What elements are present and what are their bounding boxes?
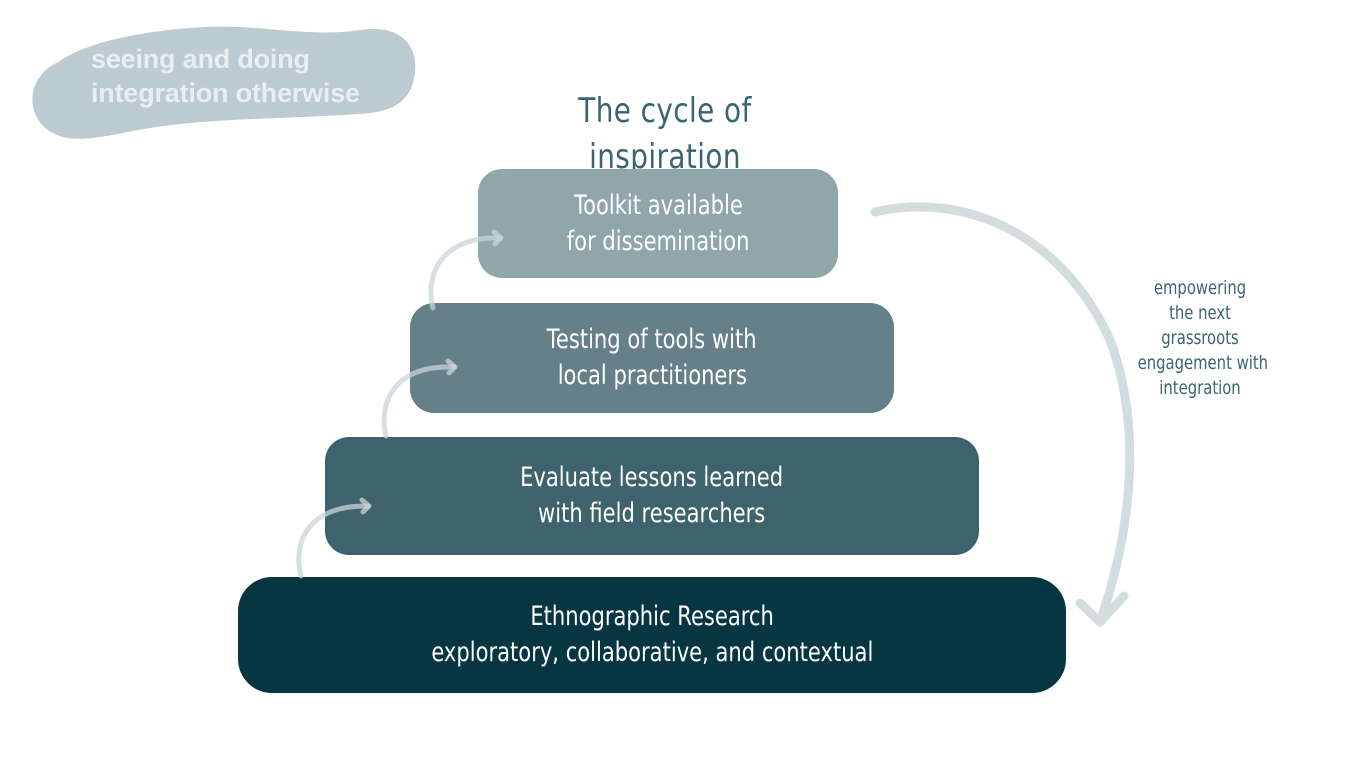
step-1-line-1: Toolkit available bbox=[573, 189, 743, 221]
side-note-line-5: integration bbox=[1159, 377, 1241, 399]
badge-line-2: integration otherwise bbox=[91, 78, 360, 108]
step-3-line-1: Evaluate lessons learned bbox=[520, 462, 784, 493]
cycle-side-note: empowering the next grassroots engagemen… bbox=[1120, 276, 1280, 401]
step-2-line-1: Testing of tools with bbox=[547, 324, 757, 355]
step-3-line-2: with field researchers bbox=[538, 498, 766, 529]
step-1-line-2: for dissemination bbox=[566, 225, 750, 257]
badge-line-1: seeing and doing bbox=[91, 44, 310, 74]
step-box-toolkit-available: Toolkit available for dissemination bbox=[478, 169, 838, 278]
step-4-subheading: exploratory, collaborative, and contextu… bbox=[431, 637, 873, 668]
step-box-evaluate-lessons: Evaluate lessons learned with field rese… bbox=[325, 437, 979, 555]
badge-text: seeing and doing integration otherwise bbox=[91, 42, 360, 110]
step-box-testing-tools: Testing of tools with local practitioner… bbox=[410, 303, 894, 413]
diagram-title: The cycle of inspiration bbox=[578, 91, 752, 177]
step-box-ethnographic-research: Ethnographic Research exploratory, colla… bbox=[238, 577, 1066, 693]
curved-down-arrow-icon bbox=[870, 202, 1135, 627]
side-note-line-3: grassroots bbox=[1161, 327, 1239, 349]
side-note-line-4: engagement with bbox=[1137, 352, 1269, 374]
side-note-line-2: the next bbox=[1169, 302, 1231, 324]
step-4-heading: Ethnographic Research bbox=[530, 601, 774, 632]
side-note-line-1: empowering bbox=[1153, 277, 1247, 299]
step-2-line-2: local practitioners bbox=[557, 360, 747, 391]
